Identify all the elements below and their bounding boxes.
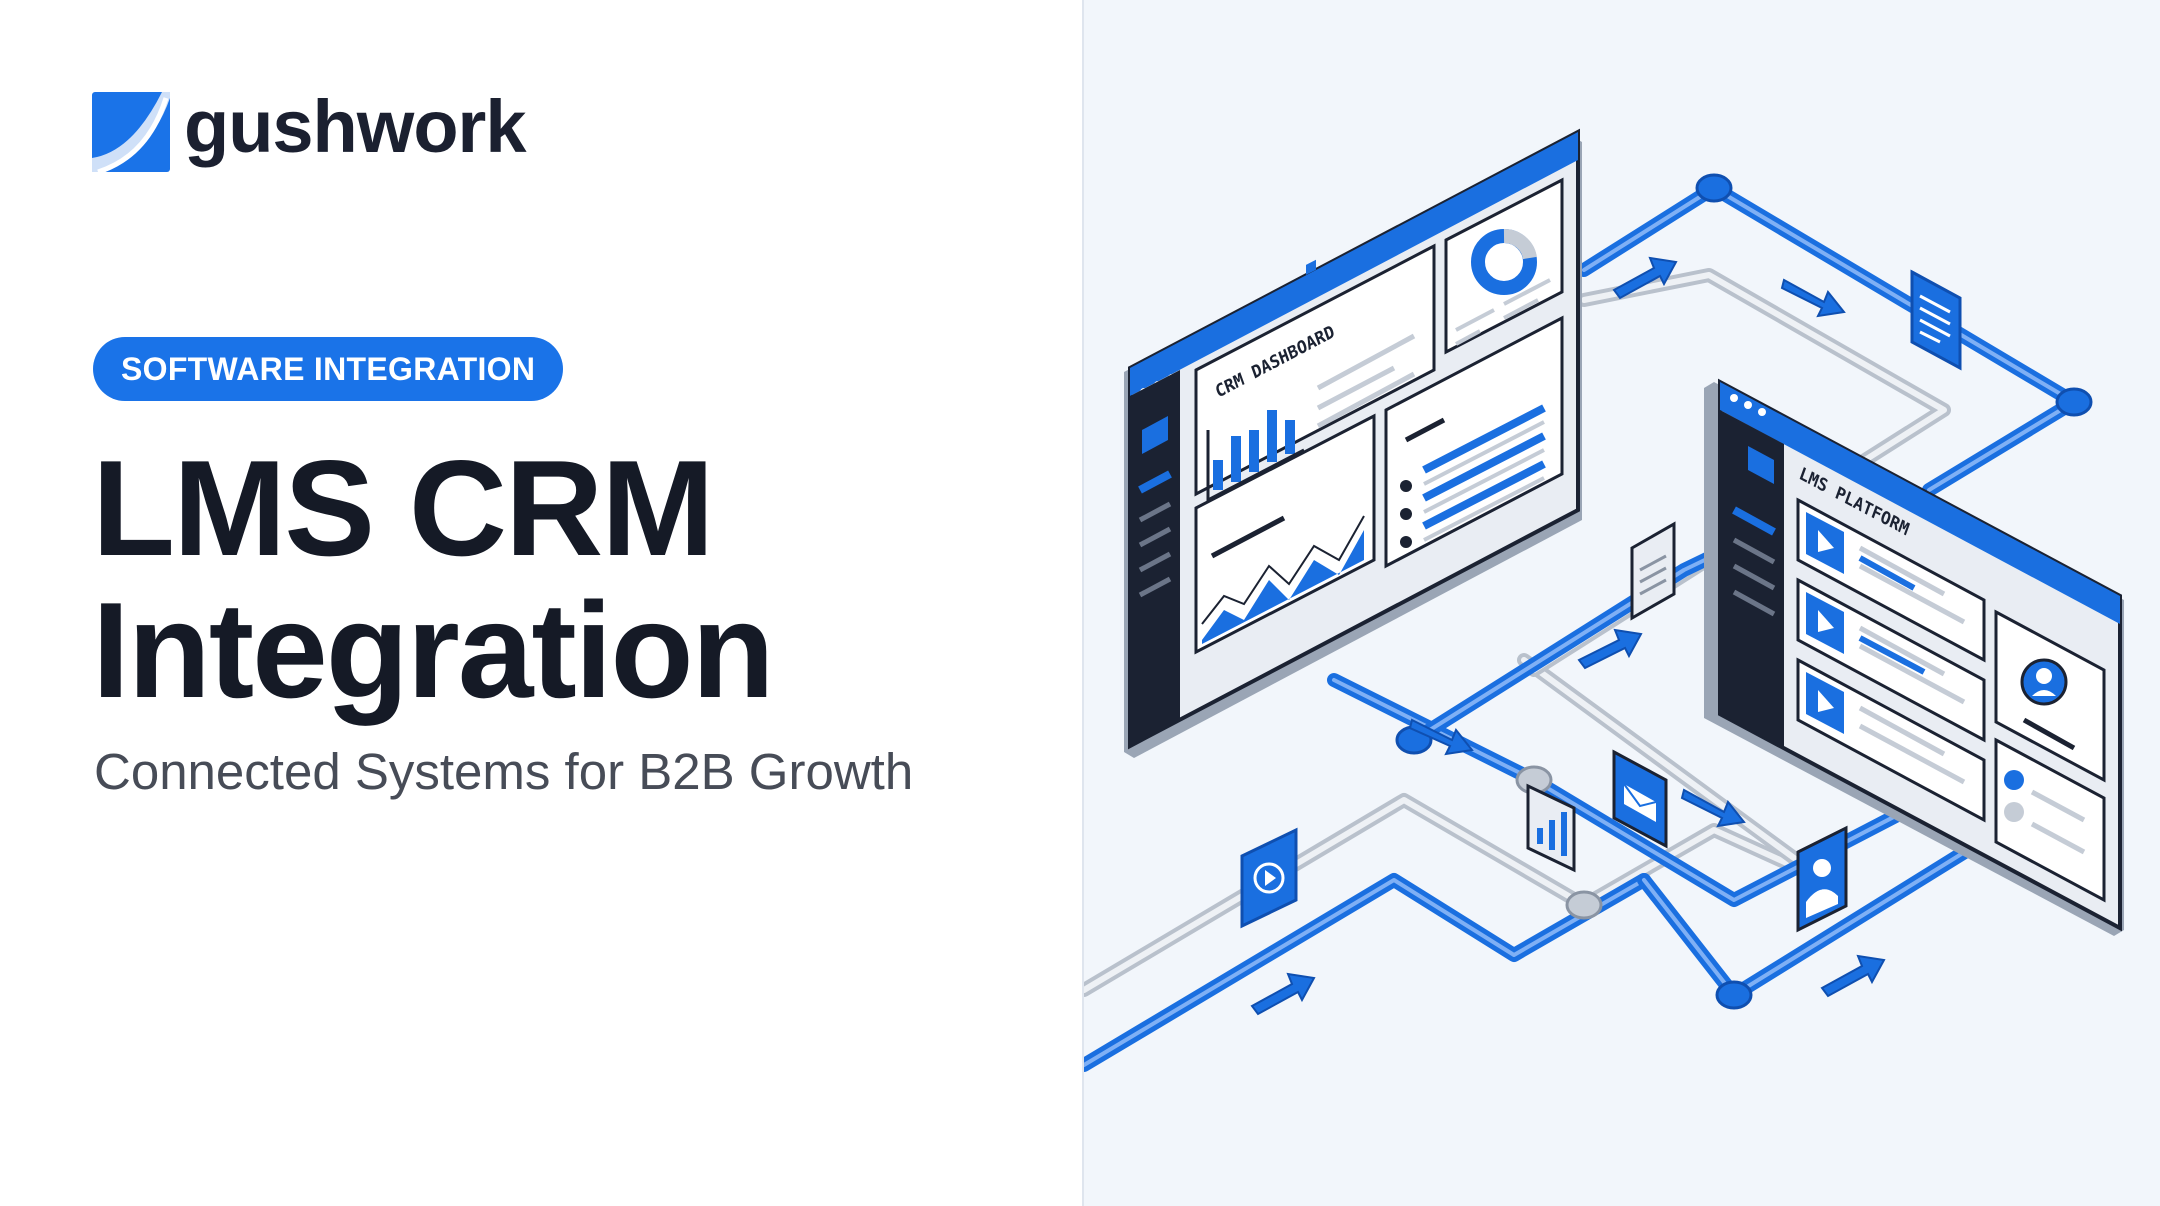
brand-logo[interactable]: gushwork <box>92 85 526 172</box>
user-icon <box>1796 825 1848 933</box>
page-title: LMS CRM Integration <box>92 432 775 726</box>
lms-course-list <box>1796 497 1986 823</box>
page-subtitle: Connected Systems for B2B Growth <box>94 743 914 800</box>
arrow-icon <box>1408 718 1474 756</box>
arrow-icon <box>1680 788 1746 828</box>
lms-platform-window: LMS PLATFORM <box>1704 378 2124 936</box>
arrow-icon <box>1820 954 1886 998</box>
mail-icon <box>1612 749 1668 849</box>
document-icon <box>1910 269 1962 371</box>
illustration-panel: CRM DASHBOARD <box>1082 0 2160 1206</box>
arrow-icon <box>1780 278 1846 318</box>
left-panel: gushwork SOFTWARE INTEGRATION LMS CRM In… <box>92 85 914 800</box>
crm-dashboard-window: CRM DASHBOARD <box>1124 128 1582 758</box>
gushwork-logo-icon <box>92 92 170 172</box>
title-line-2: Integration <box>92 574 775 726</box>
connection-nodes <box>1395 173 2093 1010</box>
integration-illustration: CRM DASHBOARD <box>1084 128 2124 1072</box>
flow-arrows <box>1250 256 1886 1016</box>
document-icon <box>1630 521 1676 621</box>
bar-chart-icon <box>1526 783 1576 873</box>
arrow-icon <box>1612 256 1678 300</box>
video-icon <box>1240 827 1298 929</box>
title-line-1: LMS CRM <box>92 432 715 584</box>
category-badge: SOFTWARE INTEGRATION <box>93 337 564 401</box>
brand-name: gushwork <box>184 85 526 168</box>
arrow-icon <box>1250 972 1316 1016</box>
arrow-icon <box>1577 628 1643 670</box>
